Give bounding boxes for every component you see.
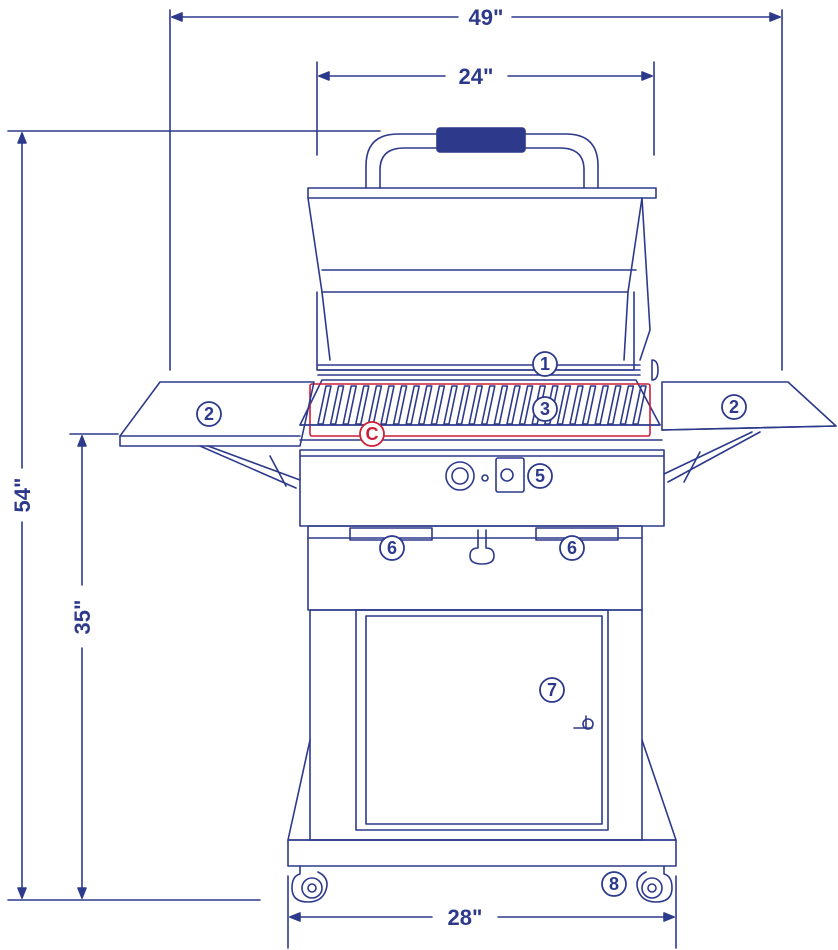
grill-drawing	[7, 9, 837, 949]
cart-width-label: 28"	[448, 905, 483, 930]
overall-height-label: 54"	[10, 478, 35, 513]
control-panel	[299, 449, 665, 527]
overall-height-dimension	[7, 130, 381, 901]
grate-bar	[556, 385, 572, 425]
grate-bar	[418, 385, 433, 425]
grate-bar	[317, 385, 332, 425]
grate-bar	[493, 385, 509, 425]
left-side-shelf	[119, 381, 315, 489]
callout-circles	[196, 351, 747, 897]
callout-casters: 8	[609, 874, 619, 894]
callout-cooking-grate: 3	[540, 399, 550, 419]
counter-height-dimension	[69, 433, 119, 899]
cart-width-dimension	[287, 875, 677, 949]
callout-right-shelf: 2	[729, 397, 739, 417]
overall-width-dimension	[169, 9, 783, 371]
callout-control-knob: 5	[535, 466, 545, 486]
lid-handle	[365, 127, 599, 189]
grate-bar	[380, 385, 395, 425]
grate-bar	[367, 385, 383, 425]
grate-bar	[430, 385, 446, 425]
grate-bar	[481, 385, 496, 425]
grate-bar	[355, 385, 370, 425]
cart-base	[287, 739, 677, 867]
counter-height-label: 35"	[70, 600, 95, 635]
callout-handle-left: 6	[387, 538, 397, 558]
right-side-shelf	[661, 381, 837, 483]
callout-handle-right: 6	[567, 538, 577, 558]
grill-width-dimension	[316, 61, 655, 156]
overall-width-label: 49"	[469, 5, 504, 30]
grate-bar	[443, 385, 458, 425]
grate-bar	[342, 385, 357, 425]
grate-bar	[405, 385, 420, 425]
grate-bar	[468, 385, 483, 425]
grate-bar	[581, 385, 597, 425]
grill-lid	[307, 187, 659, 381]
grate-bar	[569, 385, 584, 425]
grate-bar	[518, 385, 534, 425]
grate-bar	[506, 385, 521, 425]
callout-lid: 1	[540, 354, 550, 374]
callout-grate-area: C	[366, 424, 379, 444]
casters	[291, 865, 673, 903]
cart-body	[307, 525, 643, 841]
grate-bar	[329, 385, 345, 425]
callout-cabinet-door: 7	[547, 680, 557, 700]
callout-left-shelf: 2	[204, 404, 214, 424]
grate-bar	[632, 385, 647, 425]
grate-bar	[594, 385, 609, 425]
grate-bar	[607, 385, 622, 425]
grill-width-label: 24"	[459, 64, 494, 89]
grate-bar	[455, 385, 471, 425]
cooking-grate	[299, 379, 663, 441]
grate-bar	[392, 385, 408, 425]
grate-bar	[619, 385, 635, 425]
